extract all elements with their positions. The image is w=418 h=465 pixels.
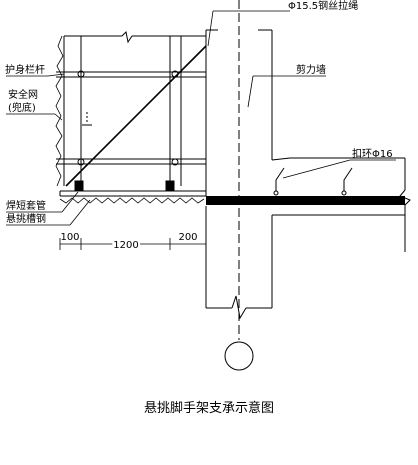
label-safety-net-1: 安全网 (8, 88, 38, 101)
safety-net (55, 35, 64, 187)
label-welded-sleeve: 焊短套管 (6, 199, 46, 212)
label-guardrail: 护身栏杆 (5, 63, 45, 76)
scaffold-frame (56, 30, 206, 186)
dim-left-offset: 100 (60, 232, 79, 243)
ground-hatching (59, 197, 205, 204)
floor-slab (206, 196, 405, 205)
label-buckle-ring: 扣环Φ16 (352, 147, 393, 160)
label-wire-rope: Φ15.5钢丝拉绳 (288, 0, 358, 12)
cantilever-channel-beam (59, 180, 206, 197)
axis-marker-circle (224, 341, 254, 371)
buckle-rings (273, 167, 353, 196)
label-safety-net-2: (兜底) (8, 101, 36, 114)
dim-span: 1200 (113, 240, 138, 251)
wire-rope (65, 45, 207, 187)
diagram-title: 悬挑脚手架支承示意图 (144, 400, 274, 416)
label-cantilever-channel: 悬挑槽钢 (6, 212, 46, 225)
dim-right-offset: 200 (178, 232, 197, 243)
dimension-line (59, 238, 207, 250)
label-shear-wall: 剪力墙 (296, 63, 326, 76)
leader-lines (6, 10, 396, 226)
